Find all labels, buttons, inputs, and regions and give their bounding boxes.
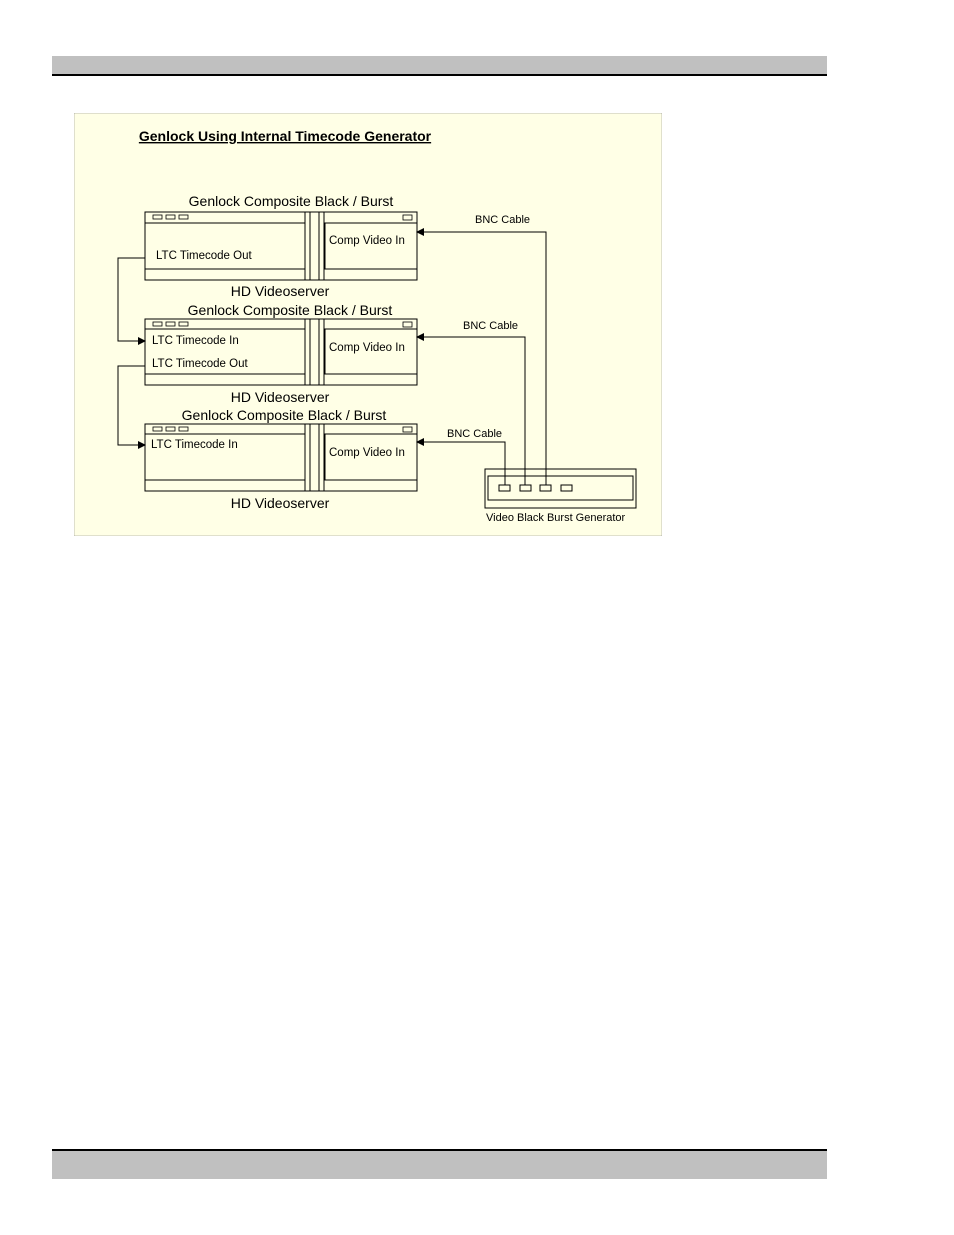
- indicator-led: [152, 214, 163, 220]
- bnc-cable-label-1: BNC Cable: [475, 214, 530, 226]
- video-module-panel-1: [324, 222, 418, 270]
- ltc-out-label-2: LTC Timecode Out: [152, 358, 248, 370]
- videoserver-label-1: HD Videoserver: [231, 283, 330, 299]
- genlock-label-1: Genlock Composite Black / Burst: [189, 193, 394, 209]
- page-footer-bar: [52, 1149, 827, 1179]
- ltc-in-label-2: LTC Timecode In: [152, 335, 239, 347]
- ltc-cable-1-to-2: [117, 257, 146, 345]
- ltc-cable-2-to-3: [117, 365, 146, 449]
- indicator-led: [178, 321, 189, 327]
- video-module-panel-2: [324, 328, 418, 375]
- videoserver-unit-2: Genlock Composite Black / Burst LTC Time…: [144, 302, 518, 405]
- genlock-label-2: Genlock Composite Black / Burst: [188, 302, 393, 318]
- video-module-panel-3: [324, 433, 418, 481]
- indicator-led: [165, 321, 176, 327]
- bnc-cable-label-2: BNC Cable: [463, 320, 518, 332]
- bnc-port: [560, 484, 573, 492]
- black-burst-generator: Video Black Burst Generator: [484, 468, 637, 524]
- videoserver-unit-1: Genlock Composite Black / Burst LTC Time…: [144, 193, 530, 299]
- page-header-bar: [52, 56, 827, 76]
- bnc-cable-1: [416, 228, 547, 485]
- videoserver-unit-3: Genlock Composite Black / Burst LTC Time…: [144, 407, 502, 511]
- videoserver-label-3: HD Videoserver: [231, 495, 330, 511]
- genlock-label-3: Genlock Composite Black / Burst: [182, 407, 387, 423]
- indicator-led: [165, 214, 176, 220]
- indicator-led: [165, 426, 176, 432]
- generator-chassis: [484, 468, 637, 509]
- bnc-cable-2: [416, 333, 526, 485]
- videoserver-label-2: HD Videoserver: [231, 389, 330, 405]
- generator-panel: [487, 475, 634, 501]
- indicator-led: [402, 321, 413, 328]
- generator-label: Video Black Burst Generator: [486, 512, 626, 524]
- genlock-diagram: Genlock Using Internal Timecode Generato…: [74, 113, 662, 536]
- indicator-led: [152, 321, 163, 327]
- bnc-cable-label-3: BNC Cable: [447, 428, 502, 440]
- ltc-out-label-1: LTC Timecode Out: [156, 250, 252, 262]
- bnc-cable-3: [416, 438, 506, 485]
- ltc-in-label-3: LTC Timecode In: [151, 439, 238, 451]
- indicator-led: [178, 426, 189, 432]
- bnc-cables: [416, 228, 547, 485]
- comp-video-in-label-3: Comp Video In: [329, 447, 405, 459]
- indicator-led: [178, 214, 189, 220]
- ltc-cables: [117, 257, 146, 449]
- comp-video-in-label-2: Comp Video In: [329, 342, 405, 354]
- indicator-led: [402, 426, 413, 433]
- comp-video-in-label-1: Comp Video In: [329, 235, 405, 247]
- indicator-led: [402, 214, 413, 221]
- diagram-title: Genlock Using Internal Timecode Generato…: [139, 128, 432, 144]
- indicator-led: [152, 426, 163, 432]
- diagram-background: [74, 113, 662, 536]
